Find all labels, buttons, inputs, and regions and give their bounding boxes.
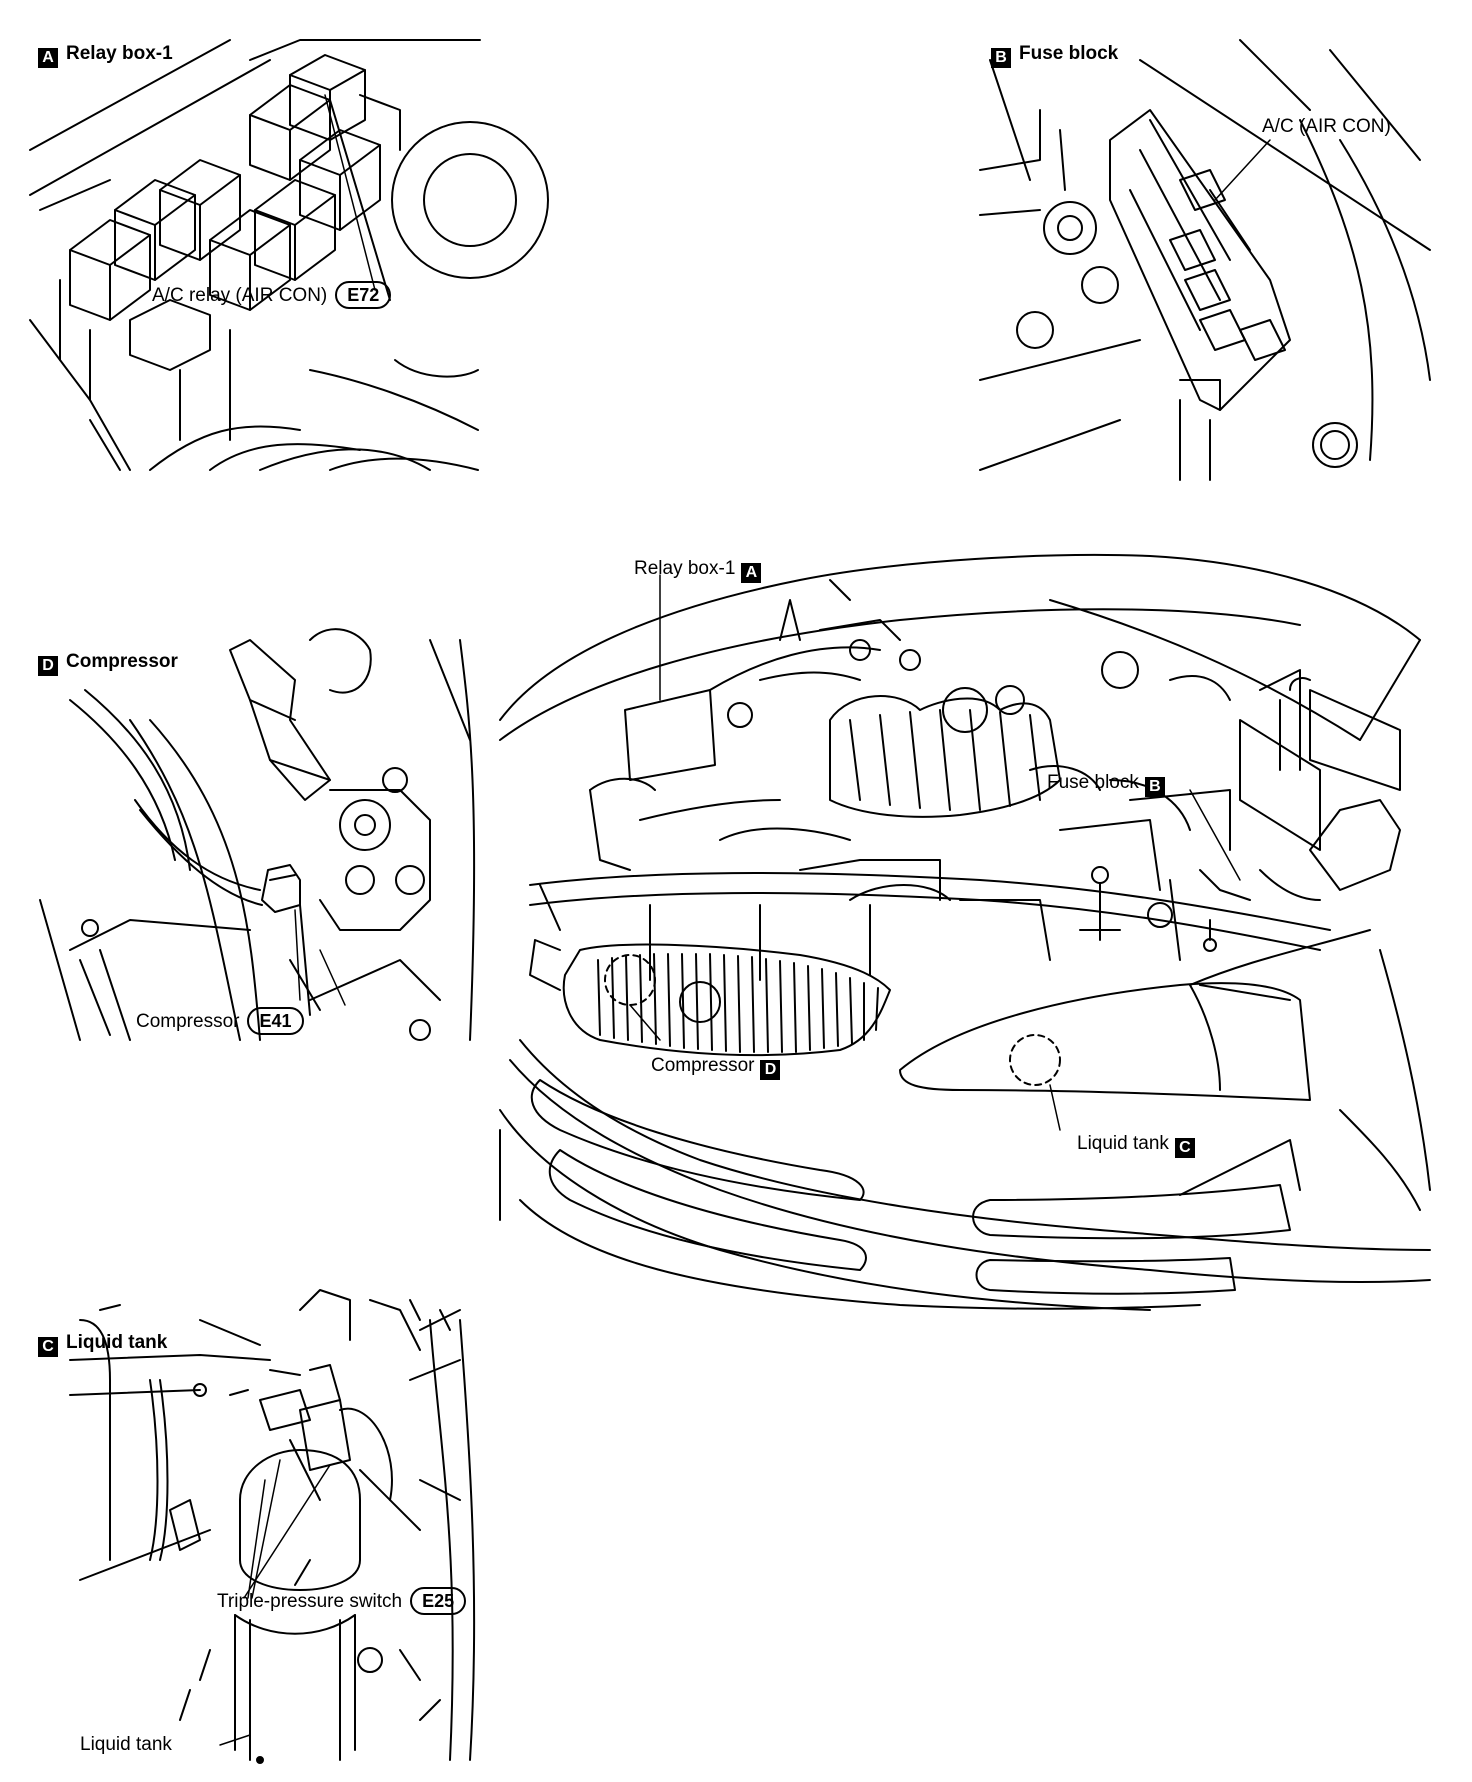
compressor-title: D Compressor xyxy=(38,651,178,676)
vehicle-front-illustration xyxy=(499,554,1431,1311)
compressor-label: Compressor xyxy=(136,1011,240,1032)
overview-letter-c: C xyxy=(1174,1138,1195,1158)
ac-fuse-label: A/C (AIR CON) xyxy=(1262,116,1391,137)
overview-relay-box-text: Relay box-1 xyxy=(634,558,736,579)
compressor-callout: Compressor E41 xyxy=(136,1007,304,1035)
fuse-block-illustration xyxy=(979,39,1431,481)
panel-letter-b: B xyxy=(991,48,1011,68)
overview-compressor-text: Compressor xyxy=(651,1055,755,1076)
ac-relay-label: A/C relay (AIR CON) xyxy=(152,285,328,306)
liquid-tank-illustration xyxy=(69,1289,476,1764)
overview-fuse-block-text: Fuse block xyxy=(1047,772,1139,793)
compressor-title-text: Compressor xyxy=(66,651,178,672)
leader-lines xyxy=(219,94,1271,1746)
relay-box-title-text: Relay box-1 xyxy=(66,43,173,64)
liquid-tank-label: Liquid tank xyxy=(80,1734,172,1755)
panel-letter-c: C xyxy=(38,1337,58,1357)
panel-letter-d: D xyxy=(38,656,58,676)
triple-pressure-switch-label: Triple-pressure switch xyxy=(217,1591,403,1612)
overview-letter-d: D xyxy=(760,1060,781,1080)
connector-e72-badge: E72 xyxy=(335,281,392,309)
liquid-tank-title: C Liquid tank xyxy=(38,1332,167,1357)
panel-letter-a: A xyxy=(38,48,58,68)
overview-letter-a: A xyxy=(741,563,762,583)
relay-box-title: A Relay box-1 xyxy=(38,43,173,68)
overview-liquid-tank-text: Liquid tank xyxy=(1077,1133,1169,1154)
ac-relay-callout: A/C relay (AIR CON) E72 xyxy=(152,281,392,309)
connector-e25-badge: E25 xyxy=(410,1587,467,1615)
relay-box-illustration xyxy=(29,39,549,471)
fuse-block-title-text: Fuse block xyxy=(1019,43,1119,64)
overview-letter-b: B xyxy=(1144,777,1165,797)
triple-pressure-switch-callout: Triple-pressure switch E25 xyxy=(217,1587,467,1615)
liquid-tank-title-text: Liquid tank xyxy=(66,1332,168,1353)
connector-e41-badge: E41 xyxy=(247,1007,304,1035)
fuse-block-title: B Fuse block xyxy=(991,43,1118,68)
compressor-illustration xyxy=(39,628,476,1041)
